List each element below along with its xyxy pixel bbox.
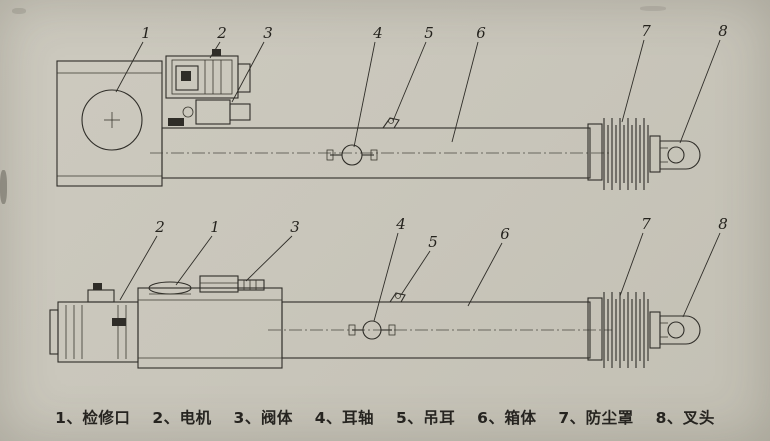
inspection-port-circle <box>81 89 143 151</box>
callout-bottom-5: 5 <box>428 233 438 251</box>
callout-bottom-1: 1 <box>210 218 220 236</box>
callout-top-5: 5 <box>424 24 434 42</box>
caption-item: 2、电机 <box>152 409 212 427</box>
caption-item: 4、耳轴 <box>314 409 375 427</box>
trunnion-side <box>348 320 396 340</box>
callout-top-4: 4 <box>372 24 383 42</box>
callout-bottom-6: 6 <box>500 225 510 243</box>
end-cap-side <box>587 297 603 361</box>
callout-bottom-7: 7 <box>641 215 651 233</box>
figure-caption: 1、检修口 2、电机 3、阀体 4、耳轴 5、吊耳 6、箱体 7、防尘罩 8、叉… <box>0 406 770 428</box>
dust-cover-bellows <box>603 118 649 190</box>
fork-head <box>649 135 701 173</box>
callout-bottom-2: 2 <box>154 218 165 236</box>
callouts-bottom: 2 1 3 4 5 6 7 8 <box>154 215 728 251</box>
callouts-top: 1 2 3 4 5 6 7 8 <box>141 22 728 42</box>
caption-item: 3、阀体 <box>233 409 293 427</box>
terminal-box-side <box>87 289 115 303</box>
motor-side <box>49 283 139 363</box>
housing-box <box>56 60 163 187</box>
end-cap <box>587 123 603 181</box>
caption-item: 7、防尘罩 <box>558 409 634 427</box>
motor-flange <box>237 63 251 93</box>
trunnion <box>326 144 378 166</box>
leader-lines-bottom <box>119 232 721 322</box>
lifting-lug <box>381 117 400 129</box>
caption-item: 5、吊耳 <box>395 409 456 427</box>
lifting-lug-side <box>388 292 406 303</box>
leader-lines-top <box>115 39 721 148</box>
top-view: 1 2 3 4 5 6 7 8 <box>56 22 728 190</box>
bottom-view: 2 1 3 4 5 6 7 8 <box>49 215 728 369</box>
caption-item: 1、检修口 <box>55 409 131 427</box>
dust-cover-bellows-side <box>603 292 649 368</box>
callout-top-8: 8 <box>718 22 728 40</box>
caption-item: 6、箱体 <box>477 409 537 427</box>
motor <box>165 49 251 99</box>
terminal-box <box>175 65 199 91</box>
cylinder-tube <box>150 127 612 179</box>
callout-bottom-4: 4 <box>395 215 406 233</box>
callout-bottom-8: 8 <box>718 215 728 233</box>
cylinder-tube-side <box>268 301 612 359</box>
valve-body-side <box>199 275 265 293</box>
scan-artifact <box>0 170 7 204</box>
box-body <box>137 281 283 369</box>
fork-head-side <box>649 311 701 349</box>
valve-body <box>168 99 251 126</box>
scan-artifact <box>640 6 666 11</box>
callout-bottom-3: 3 <box>290 218 300 236</box>
scan-artifact <box>12 8 26 14</box>
callout-top-1: 1 <box>141 24 151 42</box>
callout-top-2: 2 <box>216 24 227 42</box>
callout-top-6: 6 <box>476 24 486 42</box>
caption-item: 8、叉头 <box>655 409 715 427</box>
callout-top-3: 3 <box>263 24 273 42</box>
callout-top-7: 7 <box>641 22 651 40</box>
